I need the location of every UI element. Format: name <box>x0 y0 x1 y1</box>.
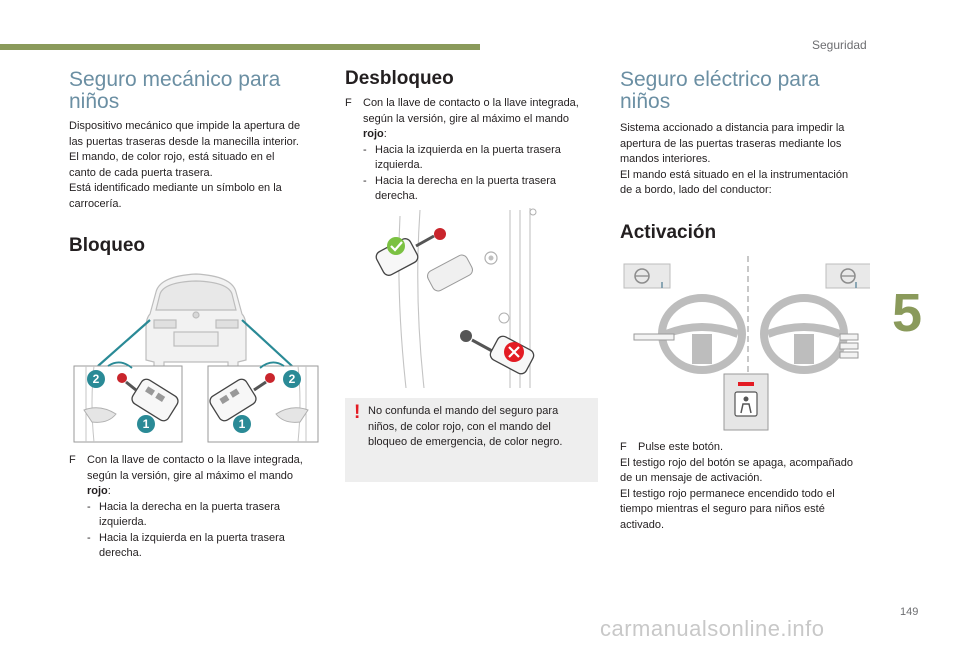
right-title: Seguro eléctrico para niños <box>620 68 820 113</box>
car-rear-icon <box>145 273 247 369</box>
warning-icon: ! <box>354 402 361 423</box>
section-label: Seguridad <box>812 38 867 52</box>
key-fob-icon-unlock <box>375 228 446 276</box>
check-icon <box>387 237 405 255</box>
dashboard-icon-right <box>825 263 870 289</box>
key-fob-icon-emergency <box>460 330 535 375</box>
callout-one-right: 1 <box>239 417 246 431</box>
dashboard-icon-left <box>623 263 671 289</box>
bullet-marker: F <box>345 97 352 109</box>
bullet-marker: F <box>620 441 627 453</box>
left-paragraph: Dispositivo mecánico que impide la apert… <box>69 120 301 210</box>
bloqueo-illustration: 2 1 2 1 <box>73 273 319 443</box>
activacion-illustration <box>623 256 870 431</box>
watermark: carmanualsonline.info <box>600 616 825 641</box>
desbloqueo-illustration <box>375 208 537 389</box>
page-number: 149 <box>900 606 919 618</box>
chapter-number: 5 <box>892 283 923 343</box>
callout-two-left: 2 <box>93 372 100 386</box>
child-lock-button-icon <box>723 373 769 431</box>
warning-box: ! No confunda el mando del seguro para n… <box>345 398 598 482</box>
callout-one-left: 1 <box>143 417 150 431</box>
activacion-heading: Activación <box>620 222 717 243</box>
key-fob-icon-right <box>209 373 275 422</box>
bullet-marker: F <box>69 454 76 466</box>
bloqueo-heading: Bloqueo <box>69 235 145 256</box>
callout-two-right: 2 <box>289 372 296 386</box>
top-accent-bar <box>0 44 480 50</box>
desbloqueo-heading: Desbloqueo <box>345 68 454 89</box>
left-title: Seguro mecánico para niños <box>69 68 281 113</box>
key-fob-icon-left <box>117 373 179 422</box>
right-paragraph: Sistema accionado a distancia para imped… <box>620 122 849 196</box>
